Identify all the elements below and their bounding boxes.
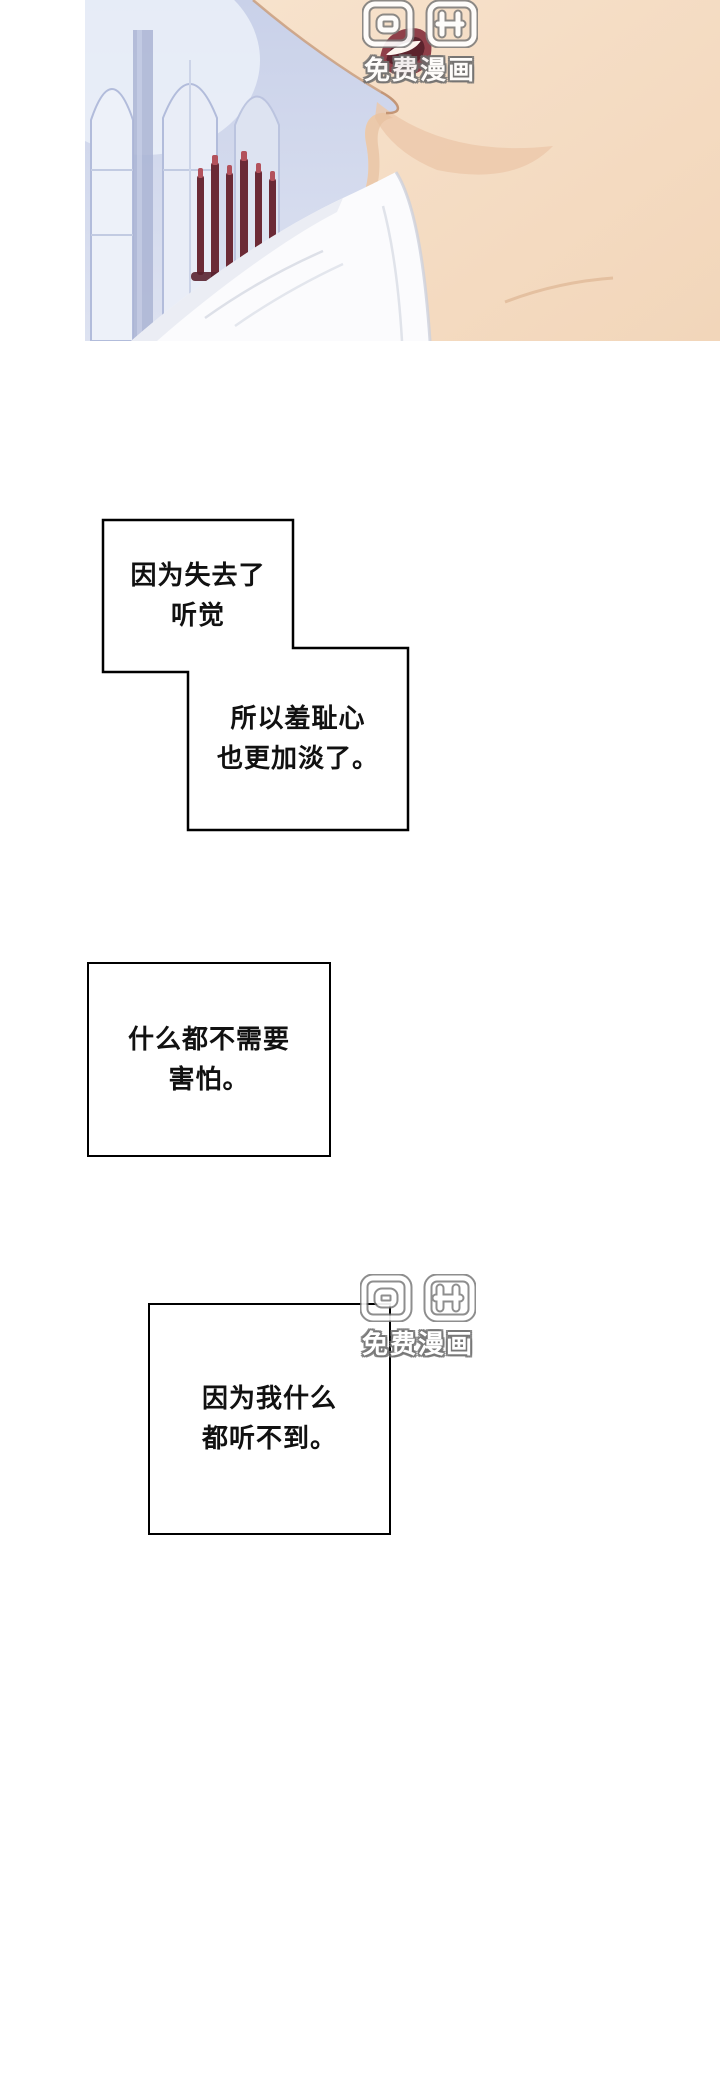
caption-line: 所以羞耻心 <box>230 704 366 734</box>
watermark-middle: 免费漫画 <box>356 1274 480 1361</box>
white-shirt <box>131 171 432 341</box>
caption-1b: 所以羞耻心 也更加淡了。 <box>188 648 408 830</box>
caption-line: 因为我什么 <box>201 1384 337 1414</box>
watermark-text: 免费漫画 <box>361 1330 474 1360</box>
collarbone-line <box>504 276 614 304</box>
caption-1a: 因为失去了 听觉 <box>103 520 293 672</box>
caption-box-outline <box>101 518 410 832</box>
huaya-logo-icon <box>362 0 478 48</box>
caption-line: 也更加淡了。 <box>216 744 379 774</box>
jaw-line <box>252 0 382 94</box>
caption-line: 害怕。 <box>168 1064 250 1095</box>
caption-line: 什么都不需要 <box>127 1024 290 1055</box>
caption-box-2: 什么都不需要 害怕。 <box>87 962 331 1157</box>
huaya-logo-icon <box>360 1274 476 1322</box>
caption-line: 听觉 <box>170 601 225 631</box>
illustration <box>85 0 720 341</box>
artwork-panel <box>85 0 720 341</box>
watermark-top: 免费漫画 <box>358 0 482 87</box>
watermark-text: 免费漫画 <box>363 56 476 86</box>
caption-box-3: 因为我什么 都听不到。 <box>148 1303 391 1535</box>
caption-box-combined <box>101 518 410 832</box>
caption-line: 因为失去了 <box>130 561 266 591</box>
caption-line: 都听不到。 <box>201 1424 337 1454</box>
